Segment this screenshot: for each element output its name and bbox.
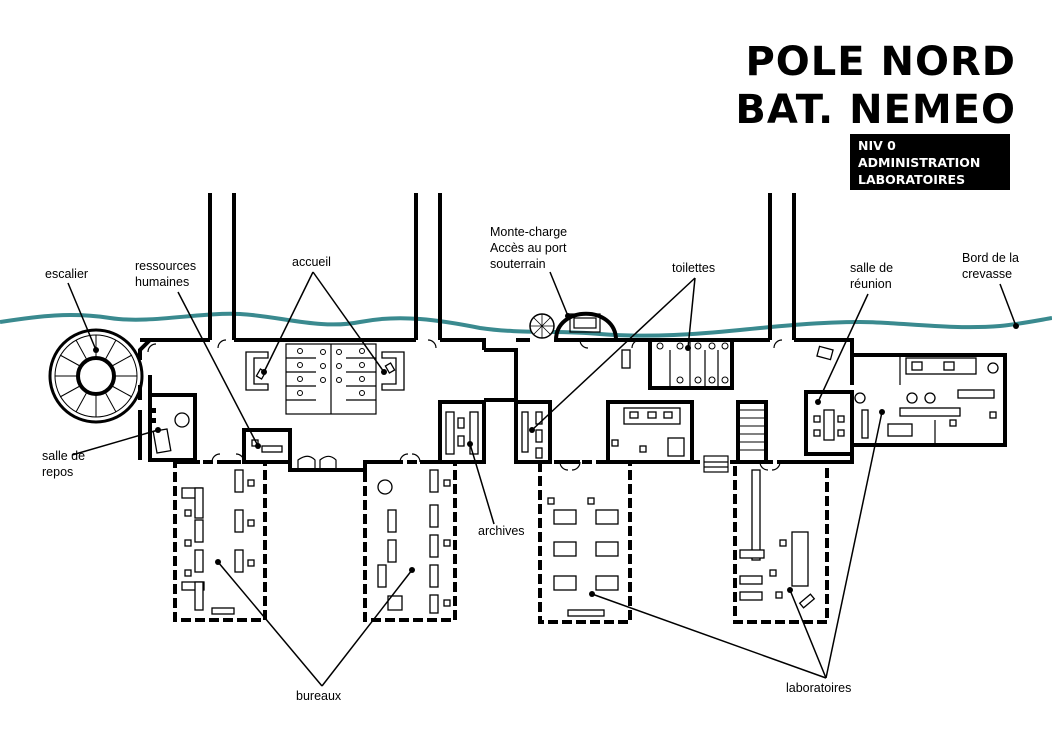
- access-shafts: [208, 193, 796, 340]
- bureaux-right: [363, 460, 457, 622]
- main-entrance: [297, 455, 337, 470]
- label-monte-charge-2: Accès au port: [490, 241, 567, 255]
- label-bureaux: bureaux: [296, 689, 342, 703]
- label-archives: archives: [478, 524, 525, 538]
- monte-charge: [529, 311, 619, 342]
- label-ressources-humaines-2: humaines: [135, 275, 189, 289]
- level-badge-line-3: LABORATOIRES: [858, 172, 966, 187]
- label-bord-crevasse-1: Bord de la: [962, 251, 1019, 265]
- label-accueil: accueil: [292, 255, 331, 269]
- door-swings: [147, 339, 783, 471]
- accueil-desks: [245, 351, 405, 391]
- salle-de-repos: [148, 393, 197, 462]
- title-line-1: POLE NORD: [745, 39, 1016, 85]
- crevasse-edge: [0, 311, 1052, 338]
- salle-de-reunion: [804, 345, 854, 456]
- plan-title: POLE NORD BAT. NEMEO: [676, 38, 1016, 134]
- label-ressources-humaines-1: ressources: [135, 259, 196, 273]
- label-salle-reunion-2: réunion: [850, 277, 892, 291]
- title-line-2: BAT. NEMEO: [735, 87, 1016, 133]
- label-bord-crevasse-2: crevasse: [962, 267, 1012, 281]
- toilettes-room: [621, 338, 734, 390]
- laboratoire-gauche: [538, 460, 632, 624]
- label-monte-charge-3: souterrain: [490, 257, 546, 271]
- laboratoire-droite: [733, 460, 829, 624]
- label-salle-reunion-1: salle de: [850, 261, 893, 275]
- label-salle-repos-1: salle de: [42, 449, 85, 463]
- lab-upper-room: [606, 400, 694, 464]
- east-wing-lab: [854, 355, 999, 445]
- label-toilettes: toilettes: [672, 261, 715, 275]
- leader-lines: [67, 271, 1017, 687]
- spiral-staircase: [48, 328, 152, 424]
- level-badge: NIV 0 ADMINISTRATION LABORATOIRES: [850, 134, 1010, 190]
- east-stair-room: [514, 400, 552, 464]
- archives-room: [438, 400, 486, 464]
- ressources-humaines-room: [242, 428, 292, 464]
- level-badge-line-2: ADMINISTRATION: [858, 155, 981, 170]
- label-salle-repos-2: repos: [42, 465, 73, 479]
- accueil-restrooms: [285, 343, 377, 415]
- label-escalier: escalier: [45, 267, 88, 281]
- label-laboratoires: laboratoires: [786, 681, 851, 695]
- label-monte-charge-1: Monte-charge: [490, 225, 567, 239]
- level-badge-line-1: NIV 0: [858, 138, 896, 153]
- bureaux-left: [173, 460, 267, 622]
- leader-dots: [93, 313, 1019, 597]
